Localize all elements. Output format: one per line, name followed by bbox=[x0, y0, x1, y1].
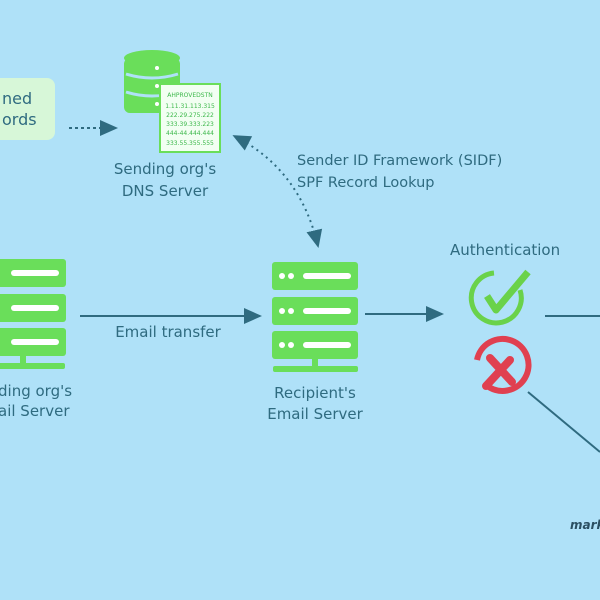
sidf-label-2: SPF Record Lookup bbox=[297, 175, 435, 191]
record: 222.29.275.222 bbox=[166, 112, 214, 119]
record: 333.55.355.555 bbox=[166, 140, 214, 147]
sending-server-icon bbox=[0, 259, 66, 369]
record: 1.11.31.113.315 bbox=[165, 103, 215, 110]
svg-text:AHPROVEDSTN: AHPROVEDSTN bbox=[167, 92, 213, 99]
dns-label-1: Sending org's bbox=[113, 160, 217, 178]
sending-server-label-1: ding org's bbox=[0, 382, 73, 400]
check-icon bbox=[468, 269, 531, 326]
fail-x-icon bbox=[474, 336, 532, 394]
recipient-server-label-1: Recipient's bbox=[274, 384, 356, 402]
records-box-line1: ned bbox=[2, 89, 33, 108]
records-box bbox=[0, 78, 55, 140]
email-transfer-label: Email transfer bbox=[115, 323, 221, 341]
dns-label-2: DNS Server bbox=[121, 182, 209, 200]
records-box-line2: ords bbox=[2, 110, 37, 129]
fail-line bbox=[527, 391, 600, 453]
recipient-server-icon bbox=[272, 262, 358, 372]
sending-server-label-2: ail Server bbox=[0, 402, 70, 420]
dns-record-document: AHPROVEDSTN 1.11.31.113.315 222.29.275.2… bbox=[159, 83, 221, 153]
authentication-label: Authentication bbox=[450, 241, 561, 259]
record: 444-44.444.444 bbox=[166, 130, 214, 137]
record: 333.39.333.223 bbox=[166, 121, 214, 128]
watermark: mark bbox=[570, 518, 600, 532]
recipient-server-label-2: Email Server bbox=[267, 405, 363, 423]
sidf-label-1: Sender ID Framework (SIDF) bbox=[297, 153, 503, 169]
